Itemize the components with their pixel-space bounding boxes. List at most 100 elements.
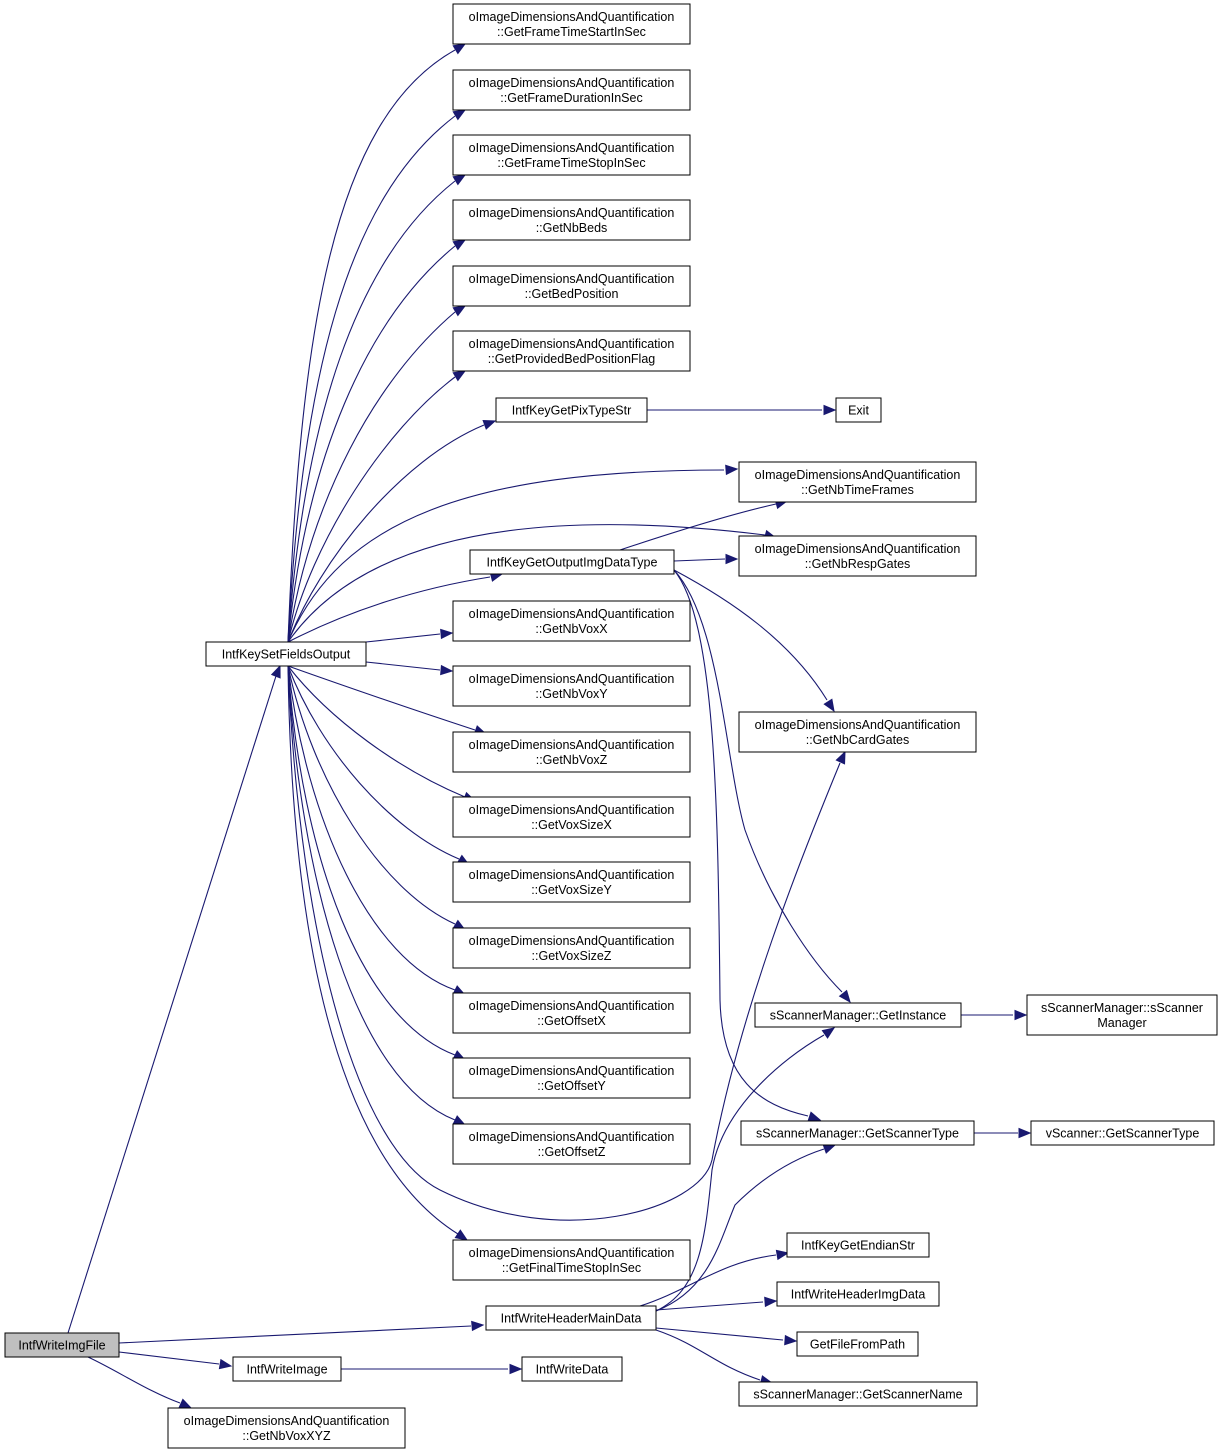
node-label-line: ::GetFinalTimeStopInSec [502, 1261, 641, 1275]
node-writeImage[interactable]: IntfWriteImage [232, 1356, 342, 1382]
edge-setfields-to-frameStart [287, 43, 467, 643]
edge-line [639, 1254, 777, 1307]
edge-writeImage-to-writeData [341, 1363, 523, 1375]
node-label-line: ::GetNbTimeFrames [801, 483, 914, 497]
node-exit[interactable]: Exit [835, 397, 882, 423]
node-box [452, 1057, 691, 1099]
node-label-line: sScannerManager::GetScannerName [753, 1388, 962, 1402]
arrowhead-icon [452, 109, 467, 121]
node-label-line: oImageDimensionsAndQuantification [755, 542, 961, 556]
node-provBed[interactable]: oImageDimensionsAndQuantification::GetPr… [452, 330, 691, 372]
node-nbVoxX[interactable]: oImageDimensionsAndQuantification::GetNb… [452, 600, 691, 642]
edge-line [118, 1351, 220, 1365]
edge-outDataType-to-nbCardGates [673, 569, 835, 713]
node-nbRespGates[interactable]: oImageDimensionsAndQuantification::GetNb… [738, 535, 977, 577]
edge-headerMain-to-getInstance [655, 1027, 836, 1312]
node-nbVoxY[interactable]: oImageDimensionsAndQuantification::GetNb… [452, 665, 691, 707]
node-headerImg[interactable]: IntfWriteHeaderImgData [776, 1281, 940, 1307]
node-nbTimeFrames[interactable]: oImageDimensionsAndQuantification::GetNb… [738, 461, 977, 503]
node-ctor[interactable]: sScannerManager::sScannerManager [1026, 994, 1218, 1036]
node-label-line: oImageDimensionsAndQuantification [469, 803, 675, 817]
node-frameStart[interactable]: oImageDimensionsAndQuantification::GetFr… [452, 3, 691, 45]
node-offsetZ[interactable]: oImageDimensionsAndQuantification::GetOf… [452, 1123, 691, 1165]
node-label-line: ::GetFrameDurationInSec [500, 91, 642, 105]
node-scanName[interactable]: sScannerManager::GetScannerName [738, 1381, 978, 1407]
node-label-line: oImageDimensionsAndQuantification [469, 141, 675, 155]
node-label-line: vScanner::GetScannerType [1046, 1127, 1200, 1141]
node-label-line: oImageDimensionsAndQuantification [469, 76, 675, 90]
node-label-line: oImageDimensionsAndQuantification [469, 738, 675, 752]
node-nbBeds[interactable]: oImageDimensionsAndQuantification::GetNb… [452, 199, 691, 241]
node-endian[interactable]: IntfKeyGetEndianStr [786, 1232, 930, 1258]
node-frameDur[interactable]: oImageDimensionsAndQuantification::GetFr… [452, 69, 691, 111]
node-label-line: ::GetNbCardGates [806, 733, 910, 747]
node-box [738, 461, 977, 503]
node-box [452, 1123, 691, 1165]
node-label-line: IntfWriteData [536, 1363, 609, 1377]
node-box [521, 1356, 623, 1382]
node-label-line: ::GetOffsetY [537, 1079, 606, 1093]
node-outDataType[interactable]: IntfKeyGetOutputImgDataType [469, 549, 675, 575]
edge-pixType-to-exit [647, 404, 837, 416]
node-fileFromPath[interactable]: GetFileFromPath [796, 1331, 919, 1357]
node-box [452, 1239, 691, 1281]
edge-line [287, 665, 456, 925]
node-label-line: oImageDimensionsAndQuantification [469, 999, 675, 1013]
edge-outDataType-to-scanType [673, 569, 822, 1122]
node-scanType[interactable]: sScannerManager::GetScannerType [740, 1120, 975, 1146]
node-nbVoxZ[interactable]: oImageDimensionsAndQuantification::GetNb… [452, 731, 691, 773]
edge-root-to-setfields [67, 664, 281, 1334]
node-voxSizeX[interactable]: oImageDimensionsAndQuantification::GetVo… [452, 796, 691, 838]
node-label-line: ::GetNbRespGates [805, 557, 911, 571]
node-box [452, 861, 691, 903]
node-label-line: oImageDimensionsAndQuantification [469, 1246, 675, 1260]
node-label-line: ::GetNbBeds [536, 221, 608, 235]
edge-line [673, 569, 843, 993]
node-vScanType[interactable]: vScanner::GetScannerType [1030, 1120, 1215, 1146]
node-label-line: oImageDimensionsAndQuantification [184, 1414, 390, 1428]
node-writeData[interactable]: IntfWriteData [521, 1356, 623, 1382]
edge-line [619, 503, 777, 551]
edge-headerMain-to-endian [639, 1249, 790, 1307]
edge-scanType-to-vScanType [974, 1127, 1032, 1139]
edge-headerMain-to-headerImg [655, 1296, 778, 1311]
node-bedPos[interactable]: oImageDimensionsAndQuantification::GetBe… [452, 265, 691, 307]
arrowhead-icon [764, 1296, 778, 1308]
edge-line [655, 1329, 761, 1381]
node-setfields[interactable]: IntfKeySetFieldsOutput [205, 641, 367, 667]
edge-setfields-to-provBed [287, 370, 467, 643]
arrowhead-icon [1018, 1127, 1032, 1139]
node-label-line: Exit [848, 404, 869, 418]
node-nbVoxXYZ[interactable]: oImageDimensionsAndQuantification::GetNb… [167, 1407, 406, 1449]
node-offsetX[interactable]: oImageDimensionsAndQuantification::GetOf… [452, 992, 691, 1034]
node-box [469, 549, 675, 575]
node-box [452, 665, 691, 707]
node-box [452, 600, 691, 642]
edges-layer [67, 43, 1032, 1409]
node-finalStop[interactable]: oImageDimensionsAndQuantification::GetFi… [452, 1239, 691, 1281]
nodes-layer: IntfWriteImgFile IntfKeySetFieldsOutput oI… [4, 3, 1218, 1449]
node-box [786, 1232, 930, 1258]
arrowhead-icon [440, 664, 454, 676]
arrowhead-icon [838, 989, 851, 1004]
node-box [740, 1120, 975, 1146]
node-pixType[interactable]: IntfKeyGetPixTypeStr [495, 397, 648, 423]
node-voxSizeY[interactable]: oImageDimensionsAndQuantification::GetVo… [452, 861, 691, 903]
node-label-line: oImageDimensionsAndQuantification [469, 337, 675, 351]
node-frameStop[interactable]: oImageDimensionsAndQuantification::GetFr… [452, 134, 691, 176]
arrowhead-icon [218, 1358, 233, 1370]
node-label-line: oImageDimensionsAndQuantification [469, 1064, 675, 1078]
node-label-line: oImageDimensionsAndQuantification [469, 206, 675, 220]
node-nbCardGates[interactable]: oImageDimensionsAndQuantification::GetNb… [738, 711, 977, 753]
node-headerMain[interactable]: IntfWriteHeaderMainData [485, 1305, 657, 1331]
node-voxSizeZ[interactable]: oImageDimensionsAndQuantification::GetVo… [452, 927, 691, 969]
node-getInstance[interactable]: sScannerManager::GetInstance [754, 1002, 962, 1028]
node-box [452, 796, 691, 838]
arrowhead-icon [807, 1111, 822, 1122]
node-root[interactable]: IntfWriteImgFile [4, 1332, 120, 1358]
arrowhead-icon [452, 370, 467, 382]
node-box [1026, 994, 1218, 1036]
arrowhead-icon [1014, 1009, 1028, 1021]
node-offsetY[interactable]: oImageDimensionsAndQuantification::GetOf… [452, 1057, 691, 1099]
node-label-line: Manager [1097, 1016, 1146, 1030]
